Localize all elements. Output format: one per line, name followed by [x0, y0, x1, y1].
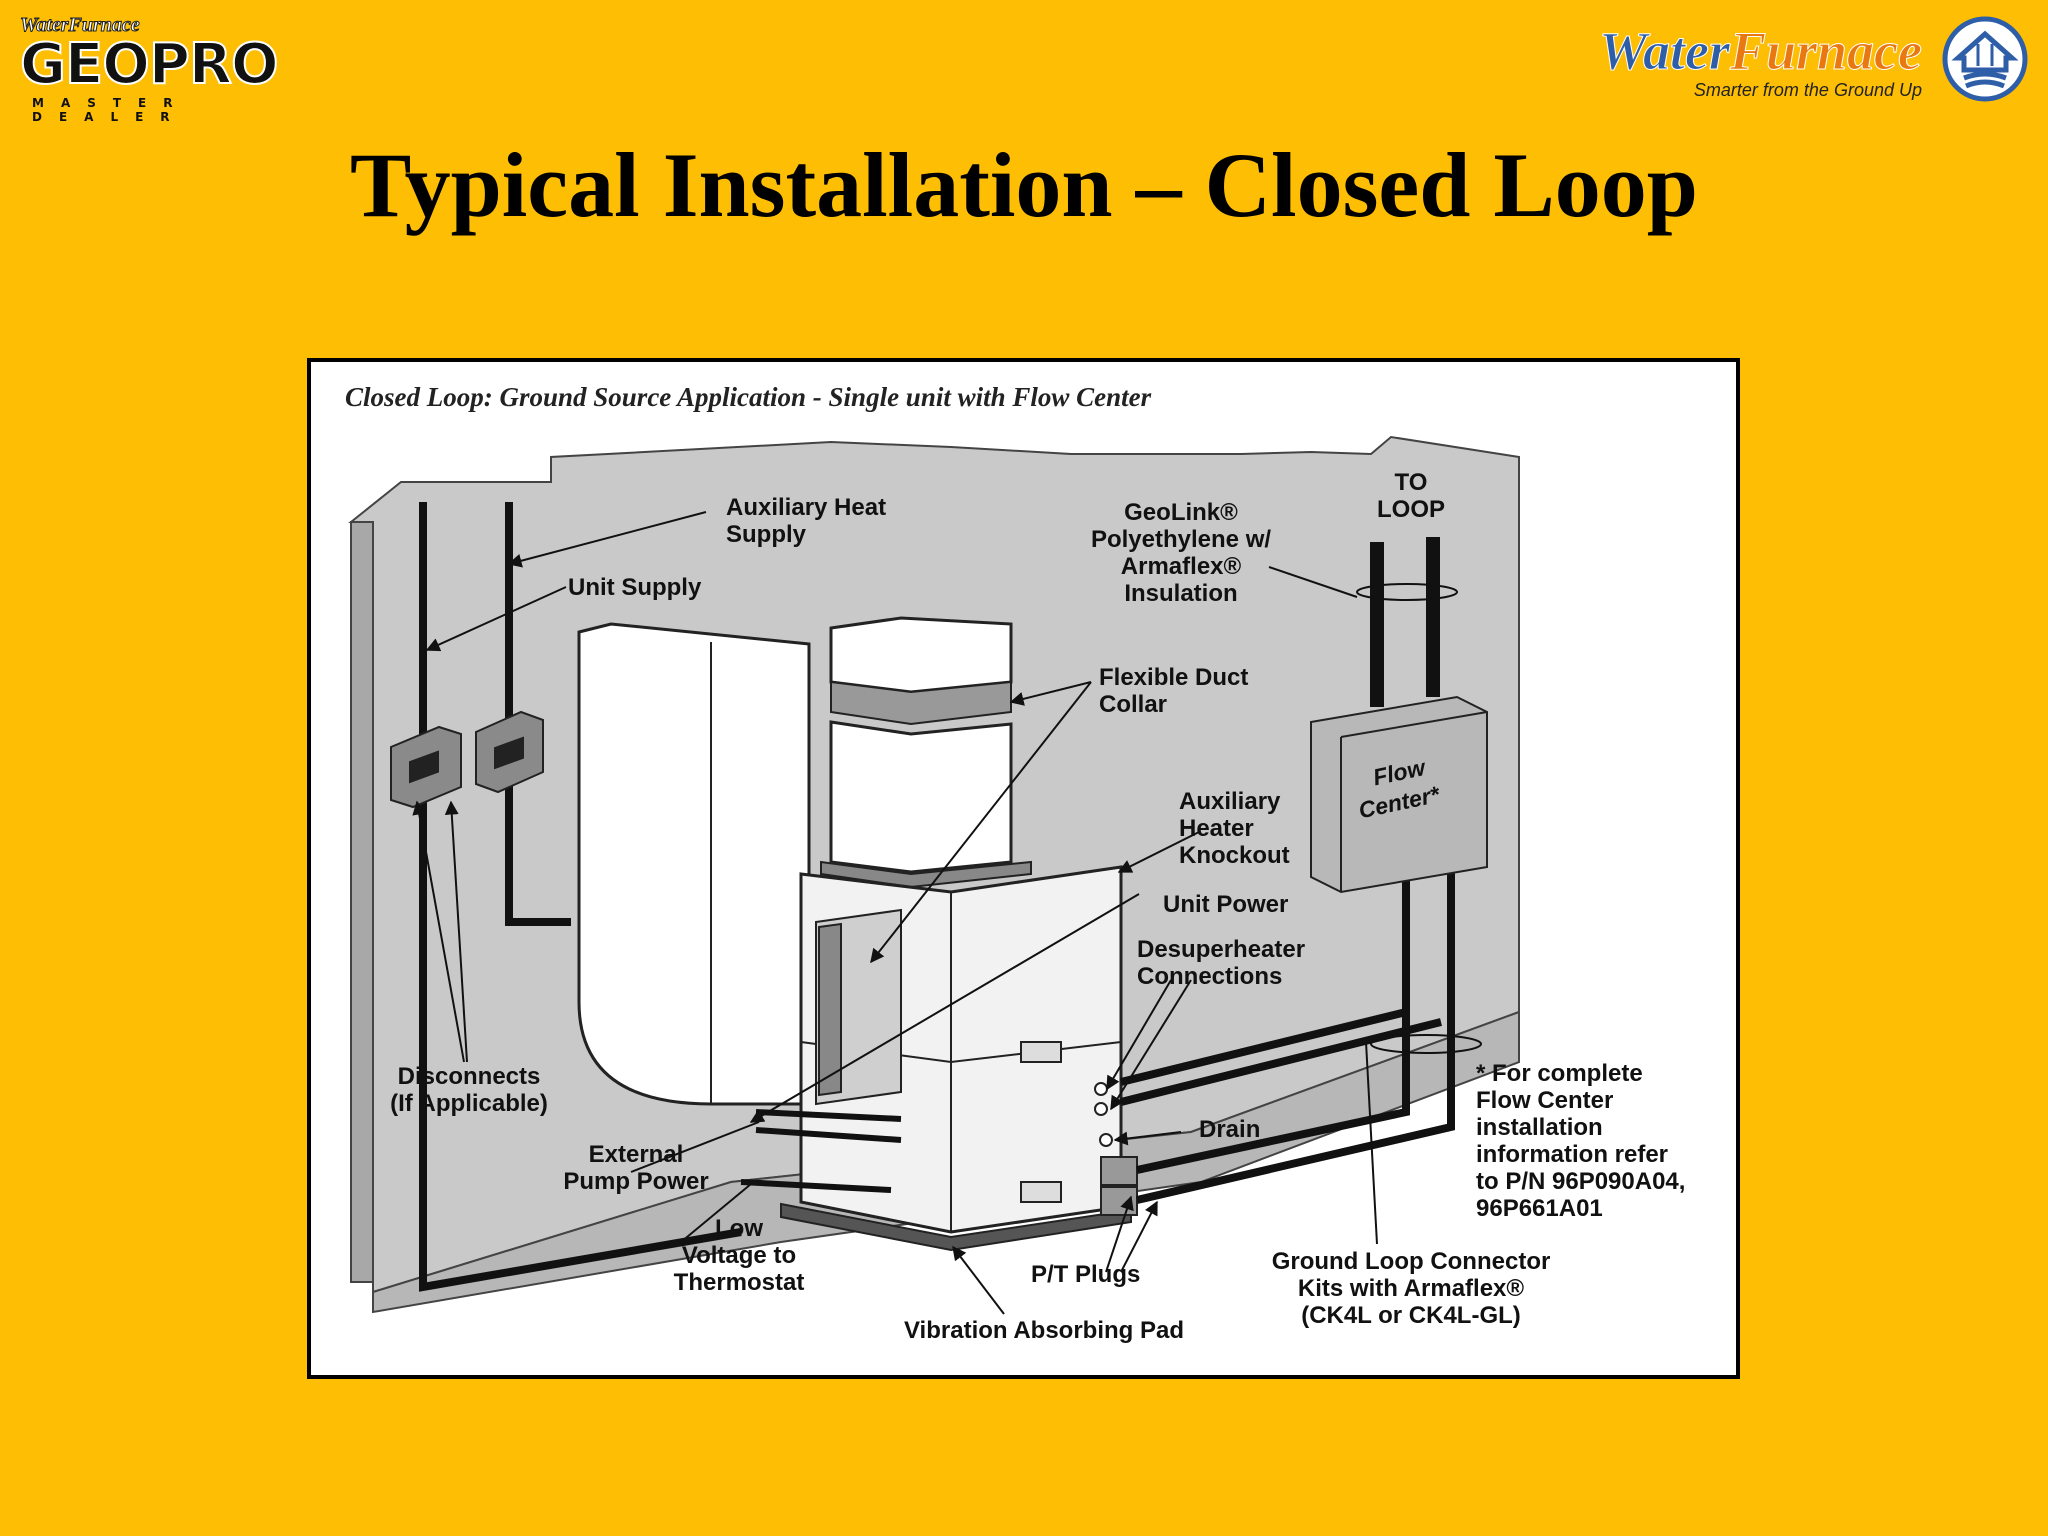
label-low-voltage-2: Voltage to	[682, 1242, 796, 1269]
leader-ext-pump	[630, 1121, 760, 1173]
label-desuper-2: Connections	[1137, 963, 1282, 990]
leader-low-voltage	[680, 1183, 752, 1243]
label-unit-supply: Unit Supply	[568, 574, 702, 601]
logo-furnace: Furnace	[1729, 21, 1922, 82]
label-low-voltage-3: Thermostat	[674, 1269, 805, 1296]
label-footnote-3: installation	[1476, 1114, 1603, 1141]
label-drain: Drain	[1199, 1116, 1260, 1143]
installation-diagram: Closed Loop: Ground Source Application -…	[307, 358, 1740, 1379]
label-aux-knockout-2: Heater	[1179, 815, 1254, 842]
supply-duct	[577, 622, 811, 1106]
top-duct	[829, 616, 1013, 694]
loop-pipe-2	[1136, 862, 1455, 1204]
label-geolink-1: GeoLink®	[1124, 499, 1238, 526]
leader-unit-supply	[425, 586, 567, 652]
desuperheater-pipe-2	[1120, 1018, 1442, 1106]
leader-vibration	[952, 1245, 1005, 1315]
leader-geolink	[1268, 566, 1358, 598]
leader-desuper-1	[1106, 979, 1172, 1091]
ground-loop-ring	[1370, 1034, 1482, 1054]
vibration-pad	[780, 1202, 1132, 1252]
label-ground-loop-1: Ground Loop Connector	[1272, 1248, 1551, 1275]
mid-duct	[829, 720, 1013, 874]
label-to-loop-1: TO	[1395, 469, 1428, 496]
label-geolink-3: Armaflex®	[1121, 553, 1242, 580]
geopro-logo: WaterFurnace GEOPRO MASTER DEALER	[18, 14, 318, 125]
label-ext-pump-2: Pump Power	[563, 1168, 708, 1195]
leader-desuper-2	[1110, 979, 1192, 1111]
label-footnote-1: * For complete	[1476, 1060, 1643, 1087]
external-pump-wires	[740, 1109, 902, 1193]
label-ground-loop-3: (CK4L or CK4L-GL)	[1301, 1302, 1521, 1329]
filter-frame	[818, 922, 842, 1097]
slide-title: Typical Installation – Closed Loop	[350, 134, 1698, 236]
label-aux-heat-1: Auxiliary Heat	[726, 494, 886, 521]
leader-flex-duct-2	[870, 681, 1092, 964]
pt-plug-box-1	[1100, 1156, 1138, 1186]
loop-pipe-1	[1136, 862, 1410, 1174]
diagram-drawing: Flow Center* Auxil	[348, 435, 1685, 1344]
unit-badge-top	[1020, 1041, 1062, 1063]
label-geolink-4: Insulation	[1124, 580, 1237, 607]
disconnect-box-2	[475, 710, 544, 794]
house-emblem-icon	[1942, 16, 2028, 102]
disconnect-box-1	[390, 725, 462, 809]
flow-center	[1310, 695, 1488, 894]
logo-water: Water	[1598, 21, 1730, 82]
logo-tagline: Smarter from the Ground Up	[1693, 80, 1922, 100]
label-vibration-pad: Vibration Absorbing Pad	[904, 1317, 1184, 1344]
logo-geopro: GEOPRO	[19, 31, 280, 98]
diagram-caption: Closed Loop: Ground Source Application -…	[345, 382, 1152, 412]
leader-pt-1	[1105, 1195, 1134, 1273]
waterfurnace-logo: WaterFurnace Smarter from the Ground Up	[1598, 14, 2030, 114]
label-desuper-1: Desuperheater	[1137, 936, 1305, 963]
label-disconnects-1: Disconnects	[398, 1063, 541, 1090]
leader-drain	[1113, 1131, 1182, 1146]
label-footnote-5: to P/N 96P090A04,	[1476, 1168, 1685, 1195]
label-ext-pump-1: External	[589, 1141, 684, 1168]
label-aux-knockout-1: Auxiliary	[1179, 788, 1281, 815]
label-ground-loop-2: Kits with Armaflex®	[1298, 1275, 1524, 1302]
wall	[350, 521, 374, 1283]
logo-master-dealer: MASTER DEALER	[32, 96, 190, 124]
desuperheater-pipe	[1120, 1008, 1407, 1086]
leader-aux-knockout	[1117, 831, 1200, 873]
flex-collar-top	[830, 680, 1012, 726]
label-footnote-6: 96P661A01	[1476, 1195, 1603, 1222]
geolink-ring	[1356, 583, 1458, 601]
leader-ground-loop	[1365, 1041, 1378, 1245]
label-flex-duct-2: Collar	[1099, 691, 1167, 718]
leader-unit-power	[749, 893, 1140, 1123]
label-unit-power: Unit Power	[1163, 891, 1288, 918]
leader-pt-2	[1120, 1200, 1158, 1273]
label-to-loop-2: LOOP	[1377, 496, 1445, 523]
label-aux-knockout-3: Knockout	[1179, 842, 1290, 869]
label-disconnects-2: (If Applicable)	[390, 1090, 548, 1117]
logo-waterfurnace-text: WaterFurnace	[1598, 20, 1922, 82]
label-low-voltage-1: Low	[715, 1215, 763, 1242]
label-flex-duct-1: Flexible Duct	[1099, 664, 1248, 691]
unit-badge-bottom	[1020, 1181, 1062, 1203]
label-aux-heat-2: Supply	[726, 521, 807, 548]
flex-collar-bottom	[820, 860, 1032, 889]
aux-supply-line	[505, 502, 571, 926]
leader-flex-duct-1	[1009, 681, 1092, 706]
leader-disconnects-2	[444, 800, 468, 1063]
pt-plug-box-2	[1100, 1186, 1138, 1216]
leader-disconnects-1	[412, 800, 465, 1063]
label-pt-plugs: P/T Plugs	[1031, 1261, 1140, 1288]
label-geolink-2: Polyethylene w/	[1091, 526, 1271, 553]
leader-aux-heat	[507, 511, 707, 568]
label-footnote-2: Flow Center	[1476, 1087, 1613, 1114]
logo-brand-small: WaterFurnace	[20, 14, 141, 37]
label-footnote-4: information refer	[1476, 1141, 1668, 1168]
